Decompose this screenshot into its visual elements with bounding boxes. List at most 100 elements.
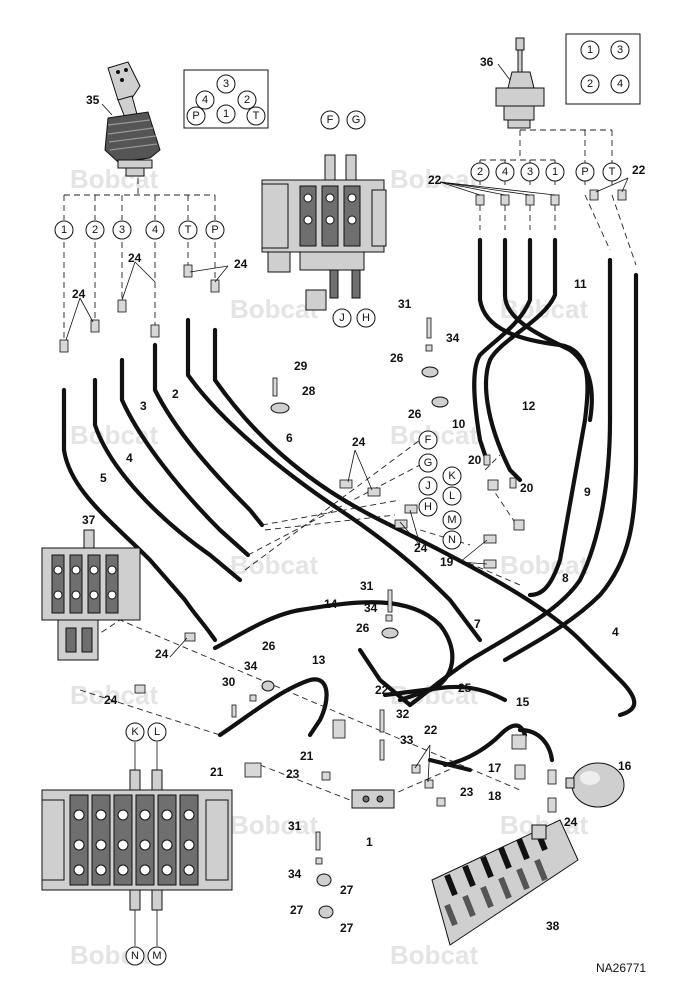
port-letter-circle: H (418, 497, 438, 517)
watermark-logo: Bobcat (390, 164, 478, 194)
part-number-label: 15 (516, 695, 530, 709)
part-number-label: 26 (390, 351, 404, 365)
hose-2 (152, 342, 265, 528)
port-letter-circle: F (320, 110, 340, 130)
part-number-label: 18 (488, 789, 502, 803)
part-number-label: 20 (468, 453, 482, 467)
left-joystick (104, 61, 161, 177)
main-valve-bottom-left (41, 742, 233, 946)
port-letter-circle: N (442, 530, 462, 550)
svg-text:M: M (152, 950, 161, 962)
watermark-logo: Bobcat (70, 420, 158, 450)
svg-text:T: T (185, 224, 192, 236)
part-number-label: 28 (302, 384, 316, 398)
part-number-label: 32 (396, 707, 410, 721)
part-number-label: 1 (366, 835, 373, 849)
hose-8 (407, 257, 613, 708)
port-code-circle: T (178, 220, 198, 240)
hose-lower-right (427, 757, 473, 773)
hose-9 (484, 237, 558, 483)
hose-group (61, 237, 639, 773)
port-letter-circle: M (442, 510, 462, 530)
part-number-label: 24 (234, 257, 248, 271)
part-number-label: 30 (222, 675, 236, 689)
valve-38 (431, 819, 579, 946)
svg-text:J: J (425, 480, 431, 492)
svg-text:2: 2 (92, 224, 98, 236)
part-number-label: 22 (375, 683, 389, 697)
part-number-label: 24 (155, 647, 169, 661)
hose-4 (92, 377, 243, 583)
port-letter-circle: L (442, 486, 462, 506)
watermark-logo: Bobcat (230, 550, 318, 580)
pattern-circle: 3 (610, 40, 630, 60)
port-code-circle: 3 (112, 220, 132, 240)
svg-text:4: 4 (617, 78, 623, 90)
watermark-logo: Bobcat (230, 294, 318, 324)
port-letter-circle: L (147, 722, 167, 742)
part-number-label: 34 (288, 867, 302, 881)
svg-text:3: 3 (223, 78, 229, 90)
svg-text:G: G (424, 457, 433, 469)
part-number-label: 27 (290, 903, 304, 917)
svg-text:1: 1 (552, 166, 558, 178)
hose-4-right (502, 272, 639, 663)
svg-text:4: 4 (152, 224, 158, 236)
pattern-circle: T (246, 106, 266, 126)
port-code-circle: 4 (495, 162, 515, 182)
port-letter-circle: N (125, 946, 145, 966)
watermark-logo: Bobcat (390, 940, 478, 970)
svg-text:2: 2 (587, 78, 593, 90)
part-number-label: 31 (360, 579, 374, 593)
part-number-label: 34 (364, 601, 378, 615)
part-number-label: 5 (100, 471, 107, 485)
svg-text:1: 1 (223, 108, 229, 120)
part-number-label: 14 (324, 597, 338, 611)
port-letter-circle: H (356, 308, 376, 328)
pattern-circle: 1 (216, 104, 236, 124)
part-number-label: 24 (414, 541, 428, 555)
part-number-label: 11 (574, 277, 587, 291)
svg-text:N: N (131, 950, 139, 962)
part-number-label: 16 (618, 759, 632, 773)
watermark-logo: Bobcat (230, 810, 318, 840)
part-number-label: 34 (244, 659, 258, 673)
hose-lower-cross (212, 327, 637, 718)
part-number-label: 38 (546, 919, 560, 933)
pattern-circle: 2 (237, 90, 257, 110)
port-letter-circle: K (442, 466, 462, 486)
port-letter-circle: K (125, 722, 145, 742)
part-number-label: 37 (82, 513, 96, 527)
part-number-label: 25 (458, 681, 472, 695)
svg-text:1: 1 (61, 224, 67, 236)
part-number-label: 34 (446, 331, 460, 345)
svg-text:F: F (425, 434, 432, 446)
svg-text:J: J (339, 312, 345, 324)
svg-text:4: 4 (202, 94, 208, 106)
pattern-circle: 1 (580, 40, 600, 60)
port-code-circle: T (602, 162, 622, 182)
part-number-label: 9 (584, 485, 591, 499)
part-number-label: 17 (488, 761, 502, 775)
part-number-label: 6 (286, 431, 293, 445)
part-number-label: 20 (520, 481, 534, 495)
part-number-label: 19 (440, 555, 454, 569)
port-code-circle: 2 (85, 220, 105, 240)
part-number-label: 24 (128, 251, 142, 265)
svg-text:3: 3 (617, 44, 623, 56)
svg-text:2: 2 (244, 94, 250, 106)
part-number-label: 21 (300, 749, 314, 763)
part-number-label: 26 (408, 407, 422, 421)
svg-text:P: P (192, 110, 199, 122)
part-number-label: 33 (400, 733, 414, 747)
hose-13 (217, 677, 329, 738)
port-letter-circle: J (418, 476, 438, 496)
part-number-label: 26 (262, 639, 276, 653)
svg-text:H: H (424, 501, 432, 513)
part-number-label: 36 (480, 55, 494, 69)
part-number-label: 10 (452, 417, 466, 431)
pattern-frame-left (183, 69, 269, 129)
